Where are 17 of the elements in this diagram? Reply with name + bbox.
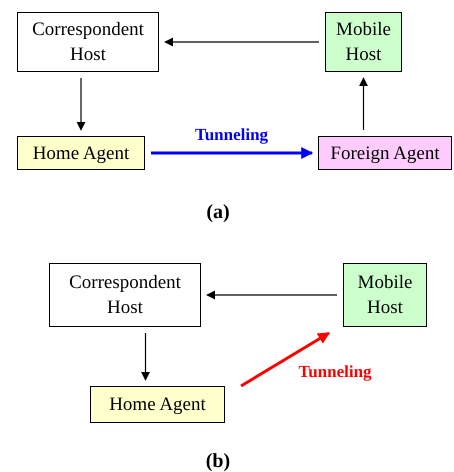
arrow xyxy=(359,77,368,130)
arrow xyxy=(206,290,337,300)
process-box: Home Agent xyxy=(17,136,145,170)
process-box: Correspondent Host xyxy=(49,263,201,327)
arrow xyxy=(151,147,314,159)
process-box: Mobile Host xyxy=(343,263,427,327)
process-box: Correspondent Host xyxy=(17,12,159,72)
arrow xyxy=(76,78,86,131)
process-box: Foreign Agent xyxy=(318,136,452,170)
panel-label: (a) xyxy=(206,200,230,224)
edge-label: Tunneling xyxy=(192,125,270,145)
arrow xyxy=(164,38,319,46)
process-box: Home Agent xyxy=(90,386,225,423)
process-box: Mobile Host xyxy=(325,12,402,72)
arrow xyxy=(240,332,330,388)
panel-label: (b) xyxy=(206,449,230,472)
arrow xyxy=(141,333,150,381)
